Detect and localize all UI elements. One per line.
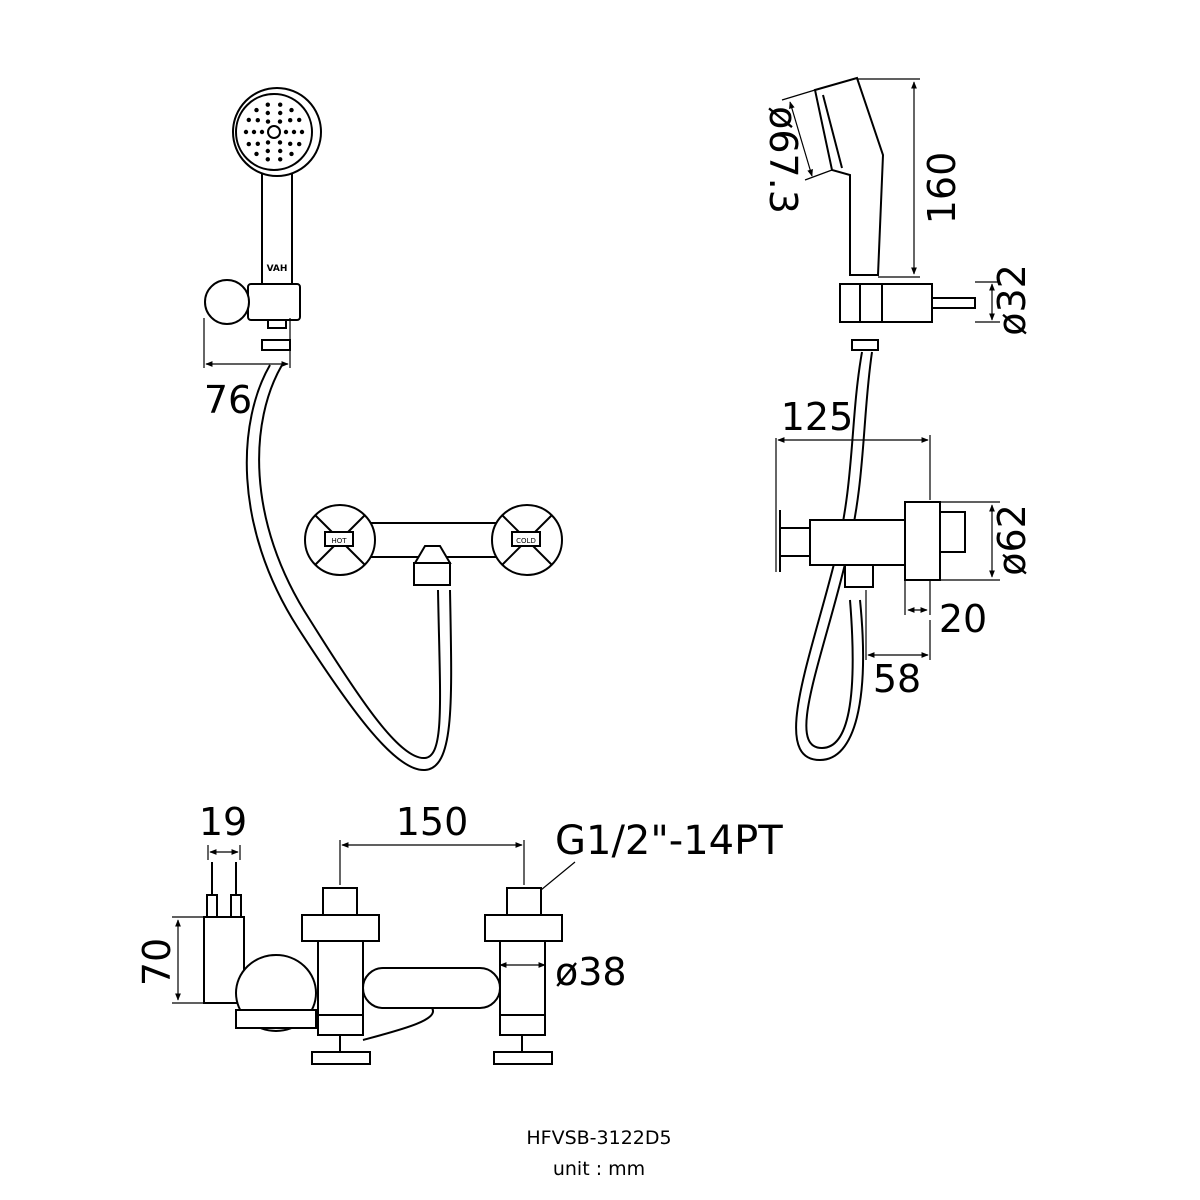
nozzle-dot: [283, 129, 289, 135]
cold-label: COLD: [516, 537, 536, 545]
top-view: [172, 840, 576, 1065]
nozzle-dot: [277, 140, 283, 145]
nozzle-dot: [288, 118, 293, 123]
nozzle-dot: [291, 129, 297, 135]
nozzle-dot: [246, 141, 251, 147]
dim-outlet-offset: 58: [873, 657, 921, 701]
holder-top: [172, 845, 317, 1032]
dim-handset-length: 160: [920, 152, 964, 225]
nozzle-dot: [254, 151, 259, 157]
nozzle-dot: [265, 148, 270, 154]
dim-holder-width: 76: [204, 378, 252, 422]
dim-flange-depth: 20: [939, 597, 987, 641]
nozzle-dot: [297, 141, 302, 147]
nozzle-dot: [297, 117, 302, 123]
dim-holder-height: 70: [135, 938, 179, 986]
mixer-front: HOT COLD: [304, 504, 563, 586]
nozzle-dot: [278, 110, 283, 116]
nozzle-dot: [289, 107, 294, 113]
nozzle-dot: [251, 129, 257, 135]
nozzle-dot: [288, 141, 293, 146]
nozzle-dot: [278, 102, 283, 107]
nozzle-dot: [277, 119, 283, 124]
shower-head-side: [781, 76, 920, 278]
front-hose: [258, 364, 442, 760]
handset-holder-front: [203, 279, 301, 368]
dim-holder-diameter: ø32: [990, 264, 1034, 336]
shower-head-front: VAH: [232, 87, 322, 291]
side-hose: [795, 351, 865, 762]
nozzle-dot: [265, 119, 271, 124]
nozzle-dot: [278, 157, 283, 162]
handset-holder-side: [839, 281, 1000, 351]
dim-body-pipe-diameter: ø38: [555, 950, 627, 994]
nozzle-dot: [289, 151, 294, 157]
nozzle-dot: [255, 141, 260, 146]
hot-label: HOT: [331, 537, 347, 545]
model-number: HFVSB-3122D5: [526, 1127, 671, 1149]
front-view: VAH HOT COLD: [203, 87, 563, 772]
dim-centers: 150: [396, 800, 469, 844]
nozzle-dot: [278, 148, 283, 154]
nozzle-dot: [254, 107, 259, 113]
nozzle-dot: [265, 110, 270, 116]
side-view: [775, 76, 1000, 762]
mixer-side: [775, 435, 1000, 660]
nozzle-dot: [265, 140, 271, 145]
dim-body-diameter: ø62: [990, 504, 1034, 576]
nozzle-dot: [265, 157, 270, 162]
unit-label: unit : mm: [553, 1158, 645, 1180]
nozzle-dot: [259, 129, 265, 135]
nozzle-pattern: [243, 102, 305, 162]
dim-head-diameter: ø67.3: [761, 106, 805, 214]
mixer-top: [301, 840, 576, 1065]
nozzle-dot: [265, 102, 270, 107]
nozzle-dot: [255, 118, 260, 123]
dim-holder-depth: 19: [199, 800, 247, 844]
dim-projection: 125: [781, 395, 854, 439]
dim-thread: G1/2"-14PT: [555, 818, 783, 864]
nozzle-dot: [246, 117, 251, 123]
nozzle-dot: [299, 129, 305, 135]
handset-logo: VAH: [267, 264, 288, 274]
nozzle-dot: [243, 129, 249, 135]
